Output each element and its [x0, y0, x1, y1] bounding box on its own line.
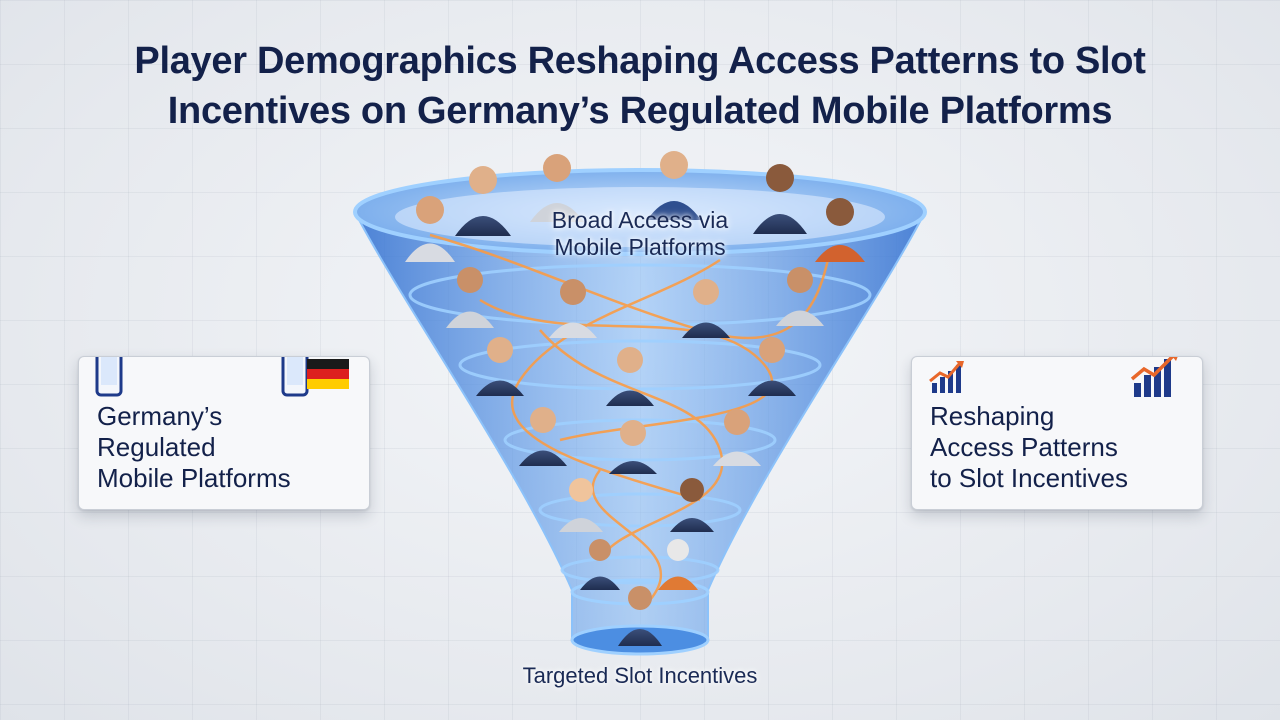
person-avatar [405, 196, 455, 262]
bar-chart-up-icon [1130, 357, 1178, 397]
person-avatar [580, 539, 620, 590]
person-avatar [609, 420, 657, 474]
card-line: Regulated [97, 432, 216, 462]
funnel-tiers [408, 263, 872, 585]
title-line-1: Player Demographics Reshaping Access Pat… [134, 40, 1146, 82]
person-avatar [476, 337, 524, 396]
smartphone-icon [281, 357, 309, 397]
card-line: Germany’s [97, 401, 223, 431]
bar-chart-up-icon [929, 361, 964, 393]
reshaping-access-card: Reshaping Access Patterns to Slot Incent… [911, 356, 1203, 510]
person-avatar [748, 337, 796, 396]
page-title: Player Demographics Reshaping Access Pat… [0, 36, 1280, 136]
title-line-2: Incentives on Germany’s Regulated Mobile… [167, 90, 1113, 132]
funnel-top-label-line: Mobile Platforms [554, 234, 726, 260]
person-avatar [658, 539, 698, 590]
card-line: Access Patterns [930, 432, 1118, 462]
card-line: to Slot Incentives [930, 463, 1128, 493]
person-avatar [776, 267, 824, 326]
card-right-text: Reshaping Access Patterns to Slot Incent… [930, 401, 1190, 494]
person-avatar [670, 478, 714, 532]
person-avatar [446, 267, 494, 328]
person-avatar [647, 151, 701, 220]
card-line: Reshaping [930, 401, 1055, 431]
person-avatar [559, 478, 603, 532]
germany-platforms-card: Germany’s Regulated Mobile Platforms [78, 356, 370, 510]
person-avatar [519, 407, 567, 466]
card-left-text: Germany’s Regulated Mobile Platforms [97, 401, 357, 494]
person-avatar [682, 279, 730, 338]
card-line: Mobile Platforms [97, 463, 291, 493]
person-avatar [455, 166, 511, 236]
person-avatar [618, 586, 662, 646]
card-icons [929, 357, 1178, 397]
german-flag-icon [307, 359, 349, 389]
person-avatar [713, 409, 761, 466]
people-group [405, 151, 865, 646]
funnel-top-label: Broad Access via Mobile Platforms [520, 207, 760, 261]
funnel-bottom-label: Targeted Slot Incentives [522, 663, 758, 688]
card-icons [95, 357, 349, 397]
person-avatar [606, 347, 654, 406]
person-avatar [815, 198, 865, 262]
person-avatar [753, 164, 807, 234]
person-avatar [549, 279, 597, 338]
smartphone-icon [95, 357, 123, 397]
person-avatar [530, 154, 584, 222]
funnel-top-label-line: Broad Access via [551, 207, 729, 233]
